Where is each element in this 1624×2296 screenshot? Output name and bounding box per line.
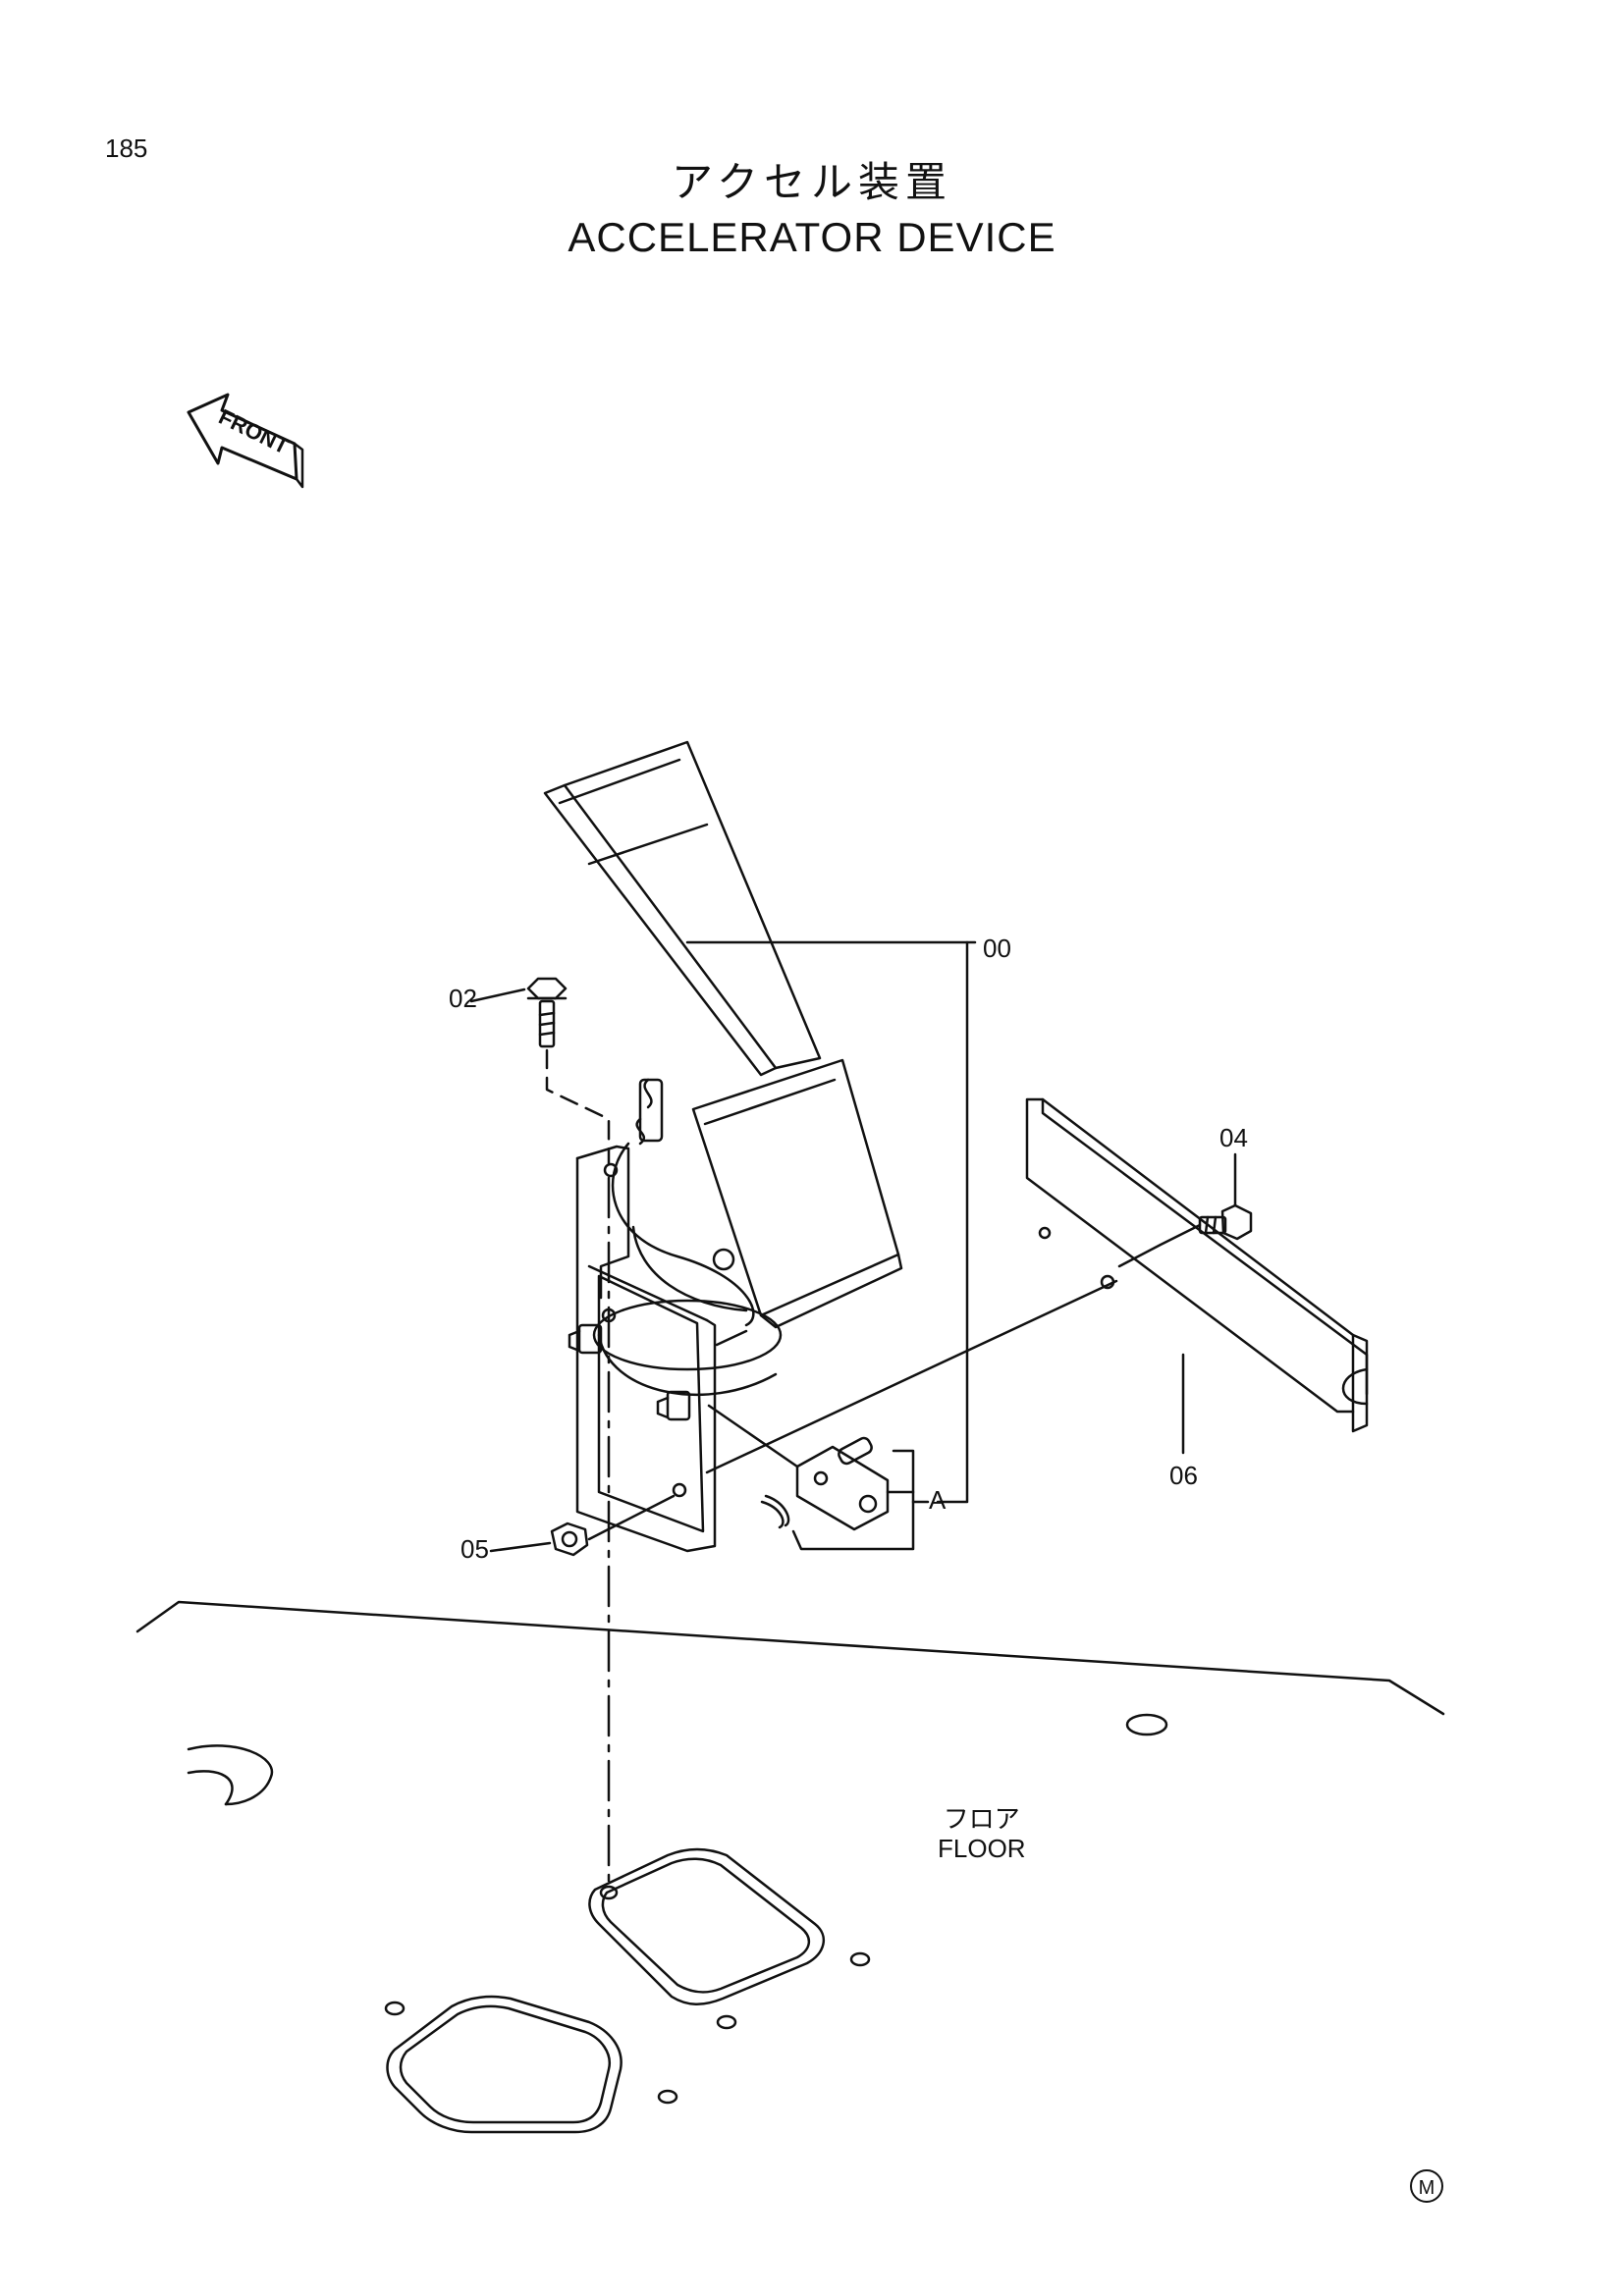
callout-02: 02 [449, 984, 477, 1013]
floor-panel [135, 1600, 1445, 2134]
floor-label-jp: フロア [943, 1804, 1020, 1834]
floor-label: フロア FLOOR [938, 1804, 1026, 1863]
callout-A: A [929, 1485, 947, 1515]
clevis-assembly [707, 1404, 890, 1531]
corner-mark: M [1410, 2169, 1443, 2203]
callout-05: 05 [460, 1534, 489, 1564]
bolt-04 [705, 1203, 1253, 1474]
bolt-02 [526, 977, 611, 1887]
callout-04: 04 [1219, 1123, 1248, 1152]
leader-A [791, 1449, 915, 1551]
title-english: ACCELERATOR DEVICE [568, 214, 1056, 260]
nut-05 [550, 1494, 676, 1557]
page-number: 185 [105, 133, 148, 163]
leader-02 [469, 988, 526, 1003]
accelerator-pedal [543, 740, 903, 1396]
page-title: アクセル装置 ACCELERATOR DEVICE [0, 155, 1624, 265]
callout-06: 06 [1169, 1461, 1198, 1490]
floor-label-en: FLOOR [938, 1834, 1026, 1863]
plate-06 [1025, 1097, 1369, 1433]
callout-00: 00 [983, 934, 1011, 963]
mounting-bracket [568, 1145, 717, 1553]
front-arrow-icon: FRONT [187, 393, 304, 489]
leader-05 [489, 1541, 552, 1553]
title-japanese: アクセル装置 [672, 158, 952, 206]
leader-00 [685, 940, 969, 1504]
